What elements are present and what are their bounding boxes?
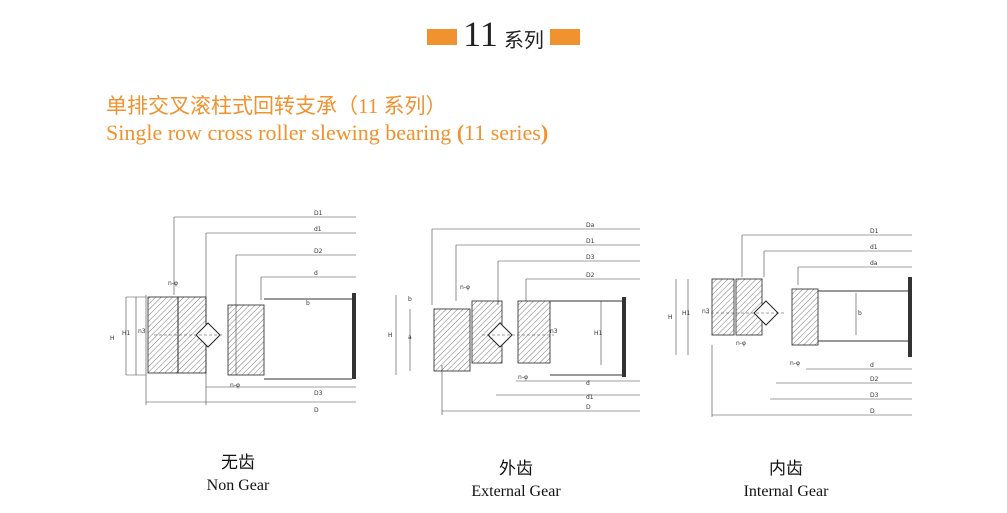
label-H1: H1 [682,310,691,317]
series-number: 11 [463,14,498,54]
title-close-paren: ) [540,120,549,145]
label-b: b [858,310,862,317]
label-n3: n3 [138,328,146,335]
label-d: d [314,270,318,277]
series-label: 系列 [503,29,544,52]
label-n-phi-bottom: n-φ [230,382,240,389]
label-H1: H1 [122,330,131,337]
label-D2: D2 [314,248,323,255]
non-gear-drawing: D1 d1 D2 d b H H1 n3 n-φ n-φ D3 D [110,210,356,414]
title-english: Single row cross roller slewing bearing … [106,120,548,146]
internal-gear-drawing: D1 d1 da H H1 n3 b n-φ n-φ d D2 D3 D [668,228,912,417]
series-header: 11 系列 [0,14,1007,54]
label-n-phi-bottom: n-φ [790,360,800,367]
title-english-prefix: Single row cross roller slewing bearing [106,120,457,145]
label-H1: H1 [594,330,603,337]
external-gear-drawing: Da D1 D3 D2 b H a H1 n3 n-φ n-φ d d1 D [388,222,640,415]
caption-internal-gear-en: Internal Gear [743,483,829,500]
label-b: b [306,300,310,307]
title-chinese: 单排交叉滚柱式回转支承（11 系列） [106,94,447,118]
label-Da: Da [586,222,595,229]
caption-internal-gear-cn: 内齿 [769,459,803,478]
label-D2: D2 [870,376,879,383]
caption-external-gear-cn: 外齿 [499,459,533,478]
label-H: H [388,332,393,339]
label-D3: D3 [314,390,323,397]
label-D: D [870,408,875,415]
caption-external-gear-en: External Gear [471,483,561,500]
label-a: a [408,334,412,341]
label-b: b [408,296,412,303]
label-d1: d1 [870,244,878,251]
caption-non-gear-en: Non Gear [206,477,270,494]
label-D: D [586,404,591,411]
label-d1: d1 [586,394,594,401]
title-open-paren: ( [456,120,465,145]
label-d1: d1 [314,226,322,233]
caption-internal-gear: 内齿 Internal Gear [686,454,886,501]
label-D1: D1 [314,210,323,217]
label-d: d [586,380,590,387]
label-D3: D3 [870,392,879,399]
caption-non-gear-cn: 无齿 [221,453,255,472]
label-n-phi-bottom: n-φ [518,374,528,381]
label-H: H [110,335,115,342]
caption-external-gear: 外齿 External Gear [416,454,616,501]
label-D: D [314,407,319,414]
label-n-phi-top: n-φ [168,280,178,287]
caption-non-gear: 无齿 Non Gear [138,448,338,495]
label-n-phi-top: n-φ [460,284,470,291]
label-D1: D1 [870,228,879,235]
label-n3: n3 [550,328,558,335]
label-da: da [870,260,878,267]
label-n3: n3 [702,308,710,315]
label-D2: D2 [586,272,595,279]
header-bar-left [427,29,458,45]
title-series: 11 series [464,120,541,145]
label-H: H [668,314,673,321]
label-d: d [870,362,874,369]
header-bar-right [549,29,580,45]
label-D1: D1 [586,238,595,245]
label-n-phi-top: n-φ [736,340,746,347]
label-D3: D3 [586,254,595,261]
